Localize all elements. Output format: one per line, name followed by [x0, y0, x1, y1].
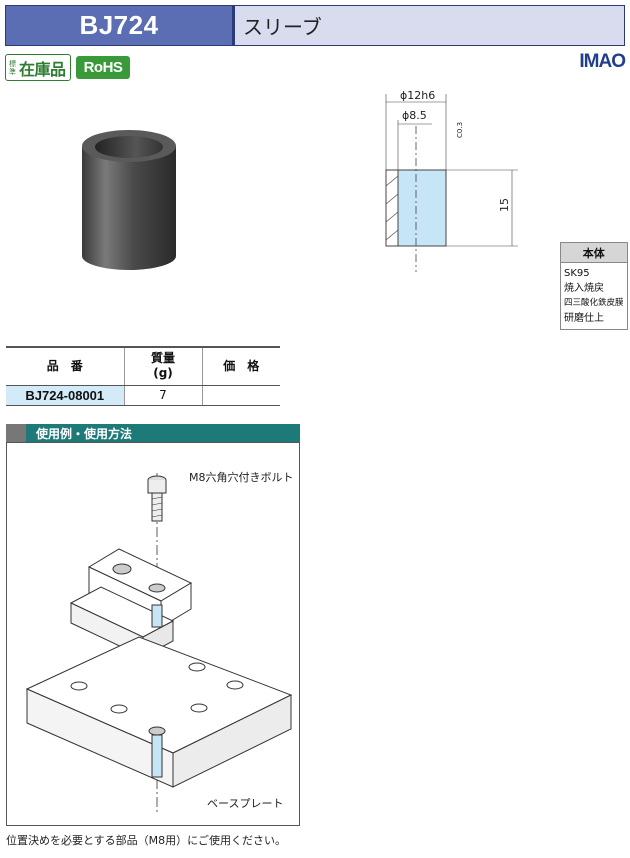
- part-number-header: 品 番: [6, 346, 124, 386]
- material-row: 四三酸化鉄皮膜: [564, 298, 624, 308]
- outer-diameter-label: ϕ12h6: [400, 89, 435, 102]
- product-title-header: スリーブ: [233, 5, 625, 46]
- dimension-drawing: ϕ12h6 ϕ8.5 C0.3 15: [385, 89, 518, 272]
- product-photo: [82, 130, 176, 270]
- sleeve-wall-hatch: [385, 169, 399, 247]
- material-table-body: SK95 焼入焼戻 四三酸化鉄皮膜 研磨仕上: [560, 262, 628, 330]
- standard-badge-small-text: 標準: [9, 59, 16, 76]
- base-plate-icon: [25, 636, 293, 788]
- material-row: 焼入焼戻: [564, 283, 604, 294]
- usage-note: 位置決めを必要とする部品（M8用）にご使用ください。: [6, 834, 286, 847]
- material-row: SK95: [564, 268, 590, 279]
- standard-stock-badge: 標準 在庫品: [5, 54, 71, 81]
- usage-section-heading: 使用例・使用方法: [6, 424, 300, 442]
- mass-header: 質量(g): [123, 346, 202, 386]
- brand-logo: IMAO: [579, 51, 626, 72]
- product-code-header: BJ724: [5, 5, 233, 46]
- material-table-header: 本体: [560, 242, 628, 263]
- price-header: 価 格: [201, 346, 280, 386]
- bolt-callout: M8六角穴付きボルト: [189, 471, 294, 484]
- chamfer-label: C0.3: [456, 122, 464, 138]
- usage-illustration: M8六角穴付きボルト ベースプレート: [6, 442, 300, 826]
- material-table: 本体 SK95 焼入焼戻 四三酸化鉄皮膜 研磨仕上: [560, 242, 628, 330]
- inner-diameter-label: ϕ8.5: [402, 109, 427, 122]
- base-plate-callout: ベースプレート: [207, 797, 284, 810]
- table-row: BJ724-08001 7: [6, 385, 280, 406]
- part-number-cell: BJ724-08001: [6, 385, 124, 406]
- rohs-badge: RoHS: [76, 56, 130, 79]
- spec-table: 品 番 質量(g) 価 格 BJ724-08001 7: [6, 346, 280, 406]
- stock-badge-text: 在庫品: [19, 59, 66, 79]
- length-label: 15: [498, 198, 511, 212]
- material-row: 研磨仕上: [564, 313, 604, 324]
- section-marker: [6, 424, 26, 442]
- price-cell: [201, 385, 280, 406]
- bolt-icon: [147, 475, 167, 522]
- mass-cell: 7: [123, 385, 202, 406]
